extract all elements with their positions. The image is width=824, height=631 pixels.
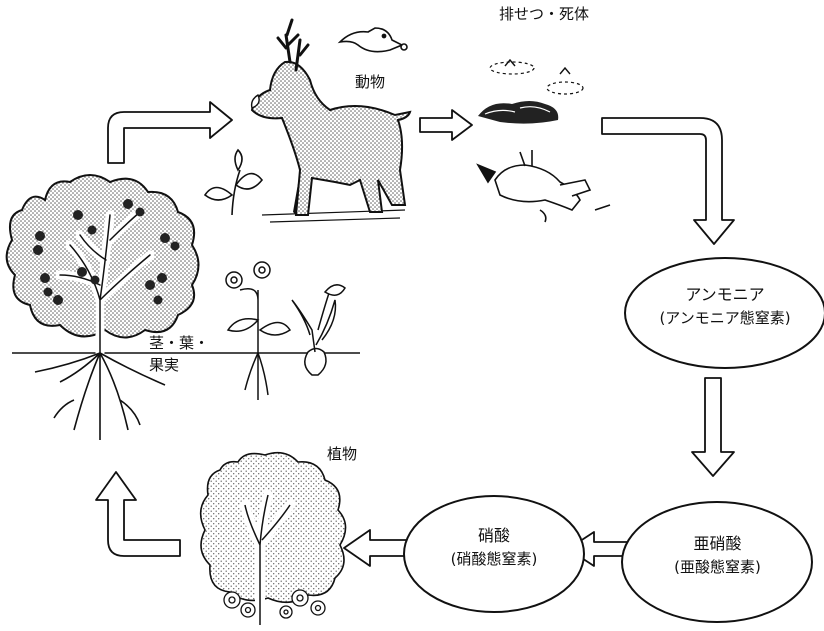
plant-tree-illustration [201, 453, 346, 625]
excreta-illustration [478, 60, 583, 124]
node-nitrite: 亜硝酸 (亜酸態窒素) [625, 532, 810, 579]
arrow-plant-up [96, 472, 180, 556]
arrow-excreta-to-ammonia [602, 118, 734, 244]
node-nitrite-title: 亜硝酸 [625, 532, 810, 556]
bird-illustration [340, 28, 407, 52]
node-nitrate: 硝酸 (硝酸態窒素) [406, 524, 582, 571]
node-ammonia-sub: (アンモニア態窒素) [630, 307, 820, 330]
arrow-ammonia-to-nitrite [692, 378, 734, 476]
fruit-tree-illustration [7, 175, 199, 440]
label-excreta: 排せつ・死体 [499, 4, 589, 24]
node-ammonia-title: アンモニア [630, 283, 820, 307]
arrow-plant-to-animal [108, 102, 232, 163]
label-plant-parts-line2: 果実 [149, 355, 179, 375]
arrow-animal-to-excreta [420, 110, 472, 140]
flower-plants-illustration [226, 262, 345, 400]
node-ammonia: アンモニア (アンモニア態窒素) [630, 283, 820, 330]
seedling-illustration [205, 150, 262, 215]
dead-bird-illustration [478, 150, 610, 222]
node-nitrate-title: 硝酸 [406, 524, 582, 548]
node-nitrite-sub: (亜酸態窒素) [625, 556, 810, 579]
label-plant: 植物 [327, 444, 357, 464]
node-nitrate-sub: (硝酸態窒素) [406, 548, 582, 571]
label-animal: 動物 [355, 72, 385, 92]
label-plant-parts-line1: 茎・葉・ [149, 333, 209, 353]
